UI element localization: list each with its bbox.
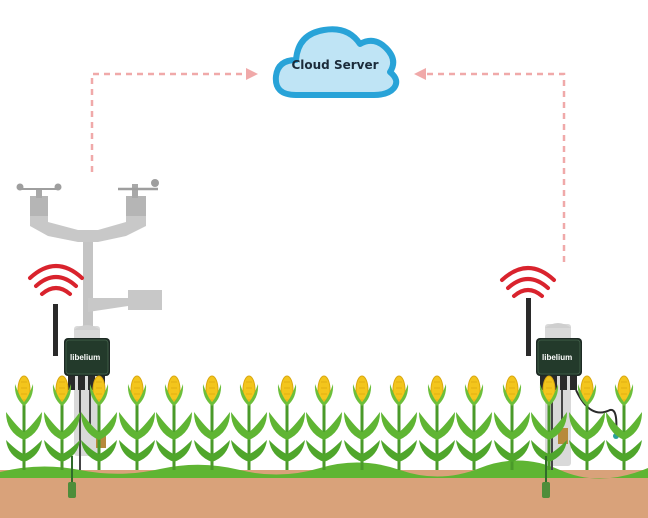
corn-plant-icon — [194, 375, 230, 470]
corn-plant-icon — [606, 375, 642, 470]
cloud-server-label: Cloud Server — [291, 58, 379, 72]
corn-plant-icon — [231, 375, 267, 470]
arrow-head-right — [414, 68, 426, 80]
wifi-signal-icon — [28, 264, 84, 296]
cloud-icon — [272, 26, 400, 98]
corn-plant-icon — [306, 375, 342, 470]
corn-plant-icon — [381, 375, 417, 470]
corn-plant-icon — [531, 375, 567, 470]
corn-plant-icon — [494, 375, 530, 470]
node-brand-left: libelium — [70, 353, 100, 362]
corn-plant-icon — [6, 375, 42, 470]
corn-plant-icon — [44, 375, 80, 470]
corn-plant-icon — [344, 375, 380, 470]
corn-plant-icon — [456, 375, 492, 470]
node-brand-right: libelium — [542, 353, 572, 362]
corn-plant-icon — [269, 375, 305, 470]
uplink-arrow-right — [426, 72, 566, 262]
wifi-signal-icon — [500, 266, 556, 298]
corn-plant-icon — [156, 375, 192, 470]
corn-plant-icon — [569, 375, 605, 470]
uplink-arrow-left — [90, 72, 246, 172]
corn-row — [6, 375, 642, 470]
corn-plant-icon — [119, 375, 155, 470]
corn-plant-icon — [419, 375, 455, 470]
soil-probe-icon — [68, 456, 76, 498]
corn-plant-icon — [81, 375, 117, 470]
arrow-head-left — [246, 68, 258, 80]
soil-probe-icon — [542, 456, 550, 498]
